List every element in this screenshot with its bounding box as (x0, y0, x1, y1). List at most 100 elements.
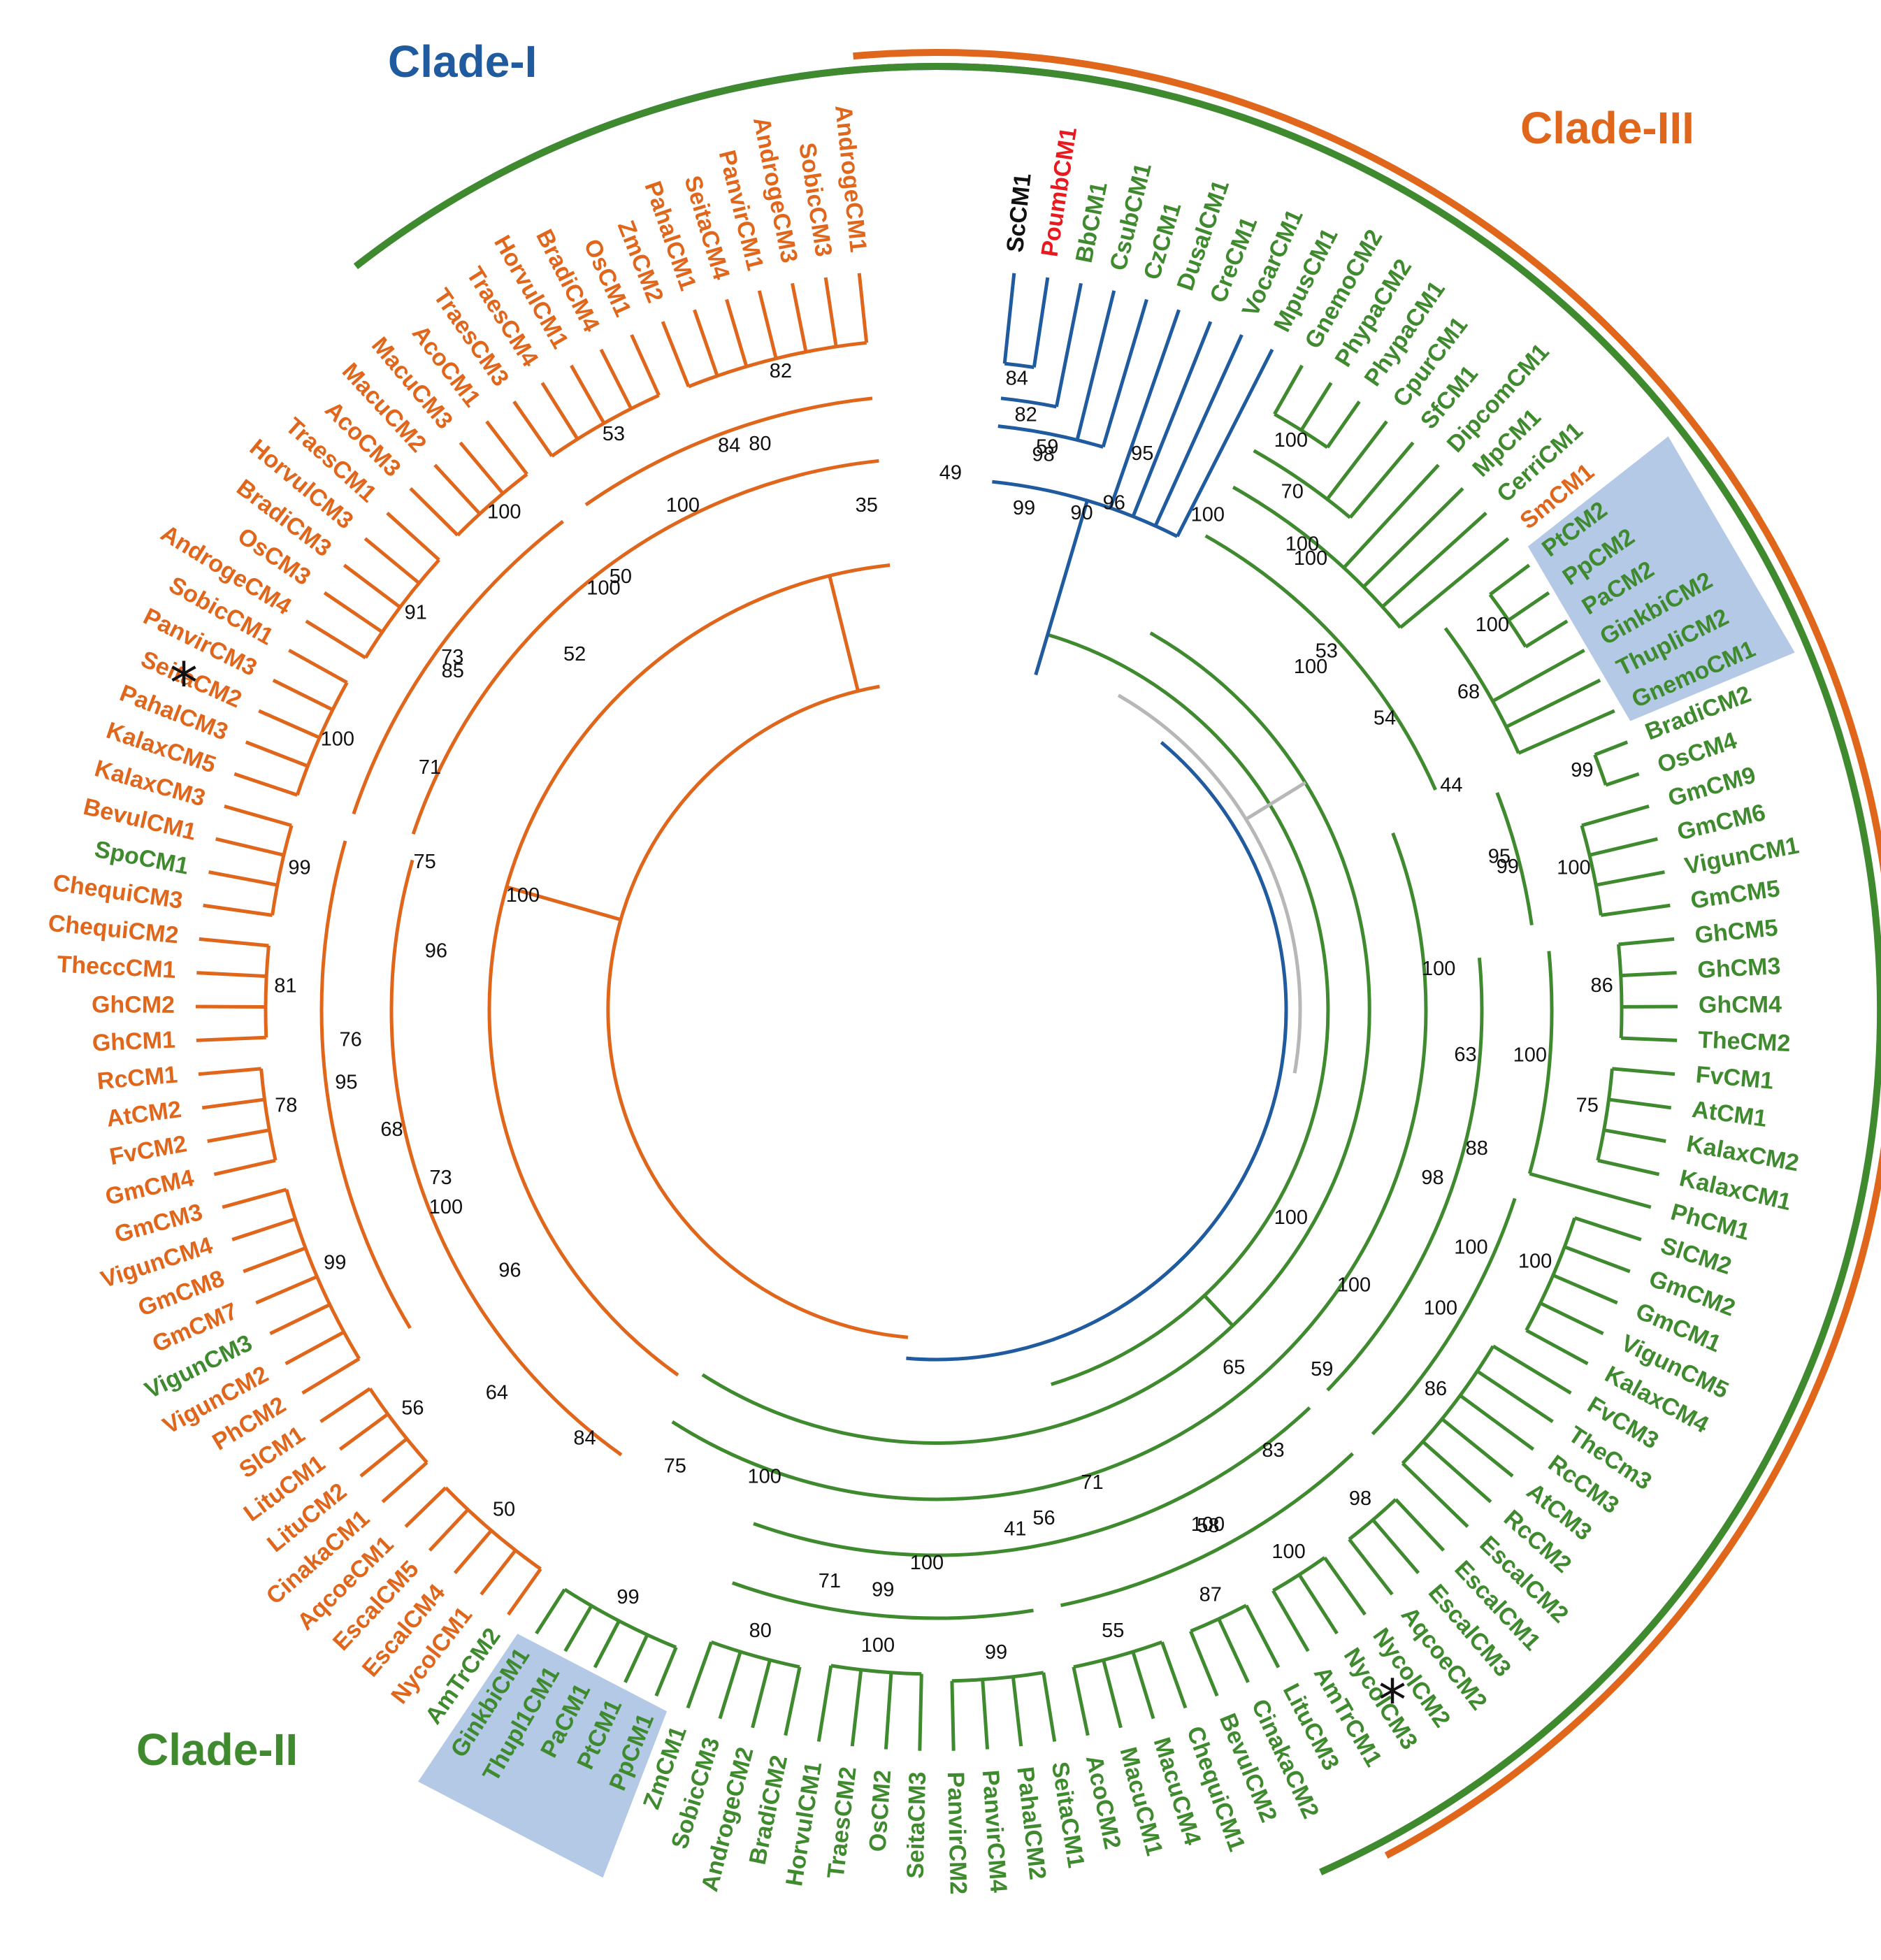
tree-branch (323, 591, 384, 634)
bootstrap-value: 100 (586, 577, 620, 599)
tree-branch (1204, 534, 1437, 791)
tree-branch (224, 804, 292, 828)
tree-branch (1362, 487, 1464, 589)
leaf-label: SpoCM1 (92, 836, 191, 880)
tree-branch (264, 945, 271, 1038)
leaf-label: ScCM1 (1002, 172, 1037, 254)
bootstrap-value: 100 (1476, 614, 1509, 636)
tree-branch (563, 1587, 677, 1650)
tree-branch (207, 1128, 270, 1144)
leaf-label: SobicCM3 (793, 141, 837, 259)
tree-branch (1348, 1498, 1397, 1541)
bootstrap-value: 75 (413, 851, 435, 873)
tree-branch (830, 1664, 922, 1676)
tree-branch (997, 424, 1104, 449)
tree-branch (208, 870, 278, 887)
tree-branch (1342, 463, 1440, 569)
clade-arc (353, 63, 1881, 1875)
tree-branch (1297, 1573, 1339, 1635)
tree-branch (1492, 649, 1585, 703)
tree-branch (456, 473, 528, 537)
tree-branch (203, 903, 273, 917)
tree-branch (363, 537, 421, 585)
tree-branch (215, 837, 284, 857)
bootstrap-value: 98 (1032, 444, 1054, 466)
tree-branch (1101, 298, 1148, 448)
tree-branch (269, 1303, 331, 1336)
tree-branch (258, 709, 321, 740)
bootstrap-value: 100 (321, 728, 354, 751)
bootstrap-value: 91 (405, 601, 427, 624)
bootstrap-value: 63 (1454, 1044, 1476, 1066)
bootstrap-value: 68 (1457, 681, 1480, 703)
tree-branch (245, 740, 309, 768)
tree-branch (1443, 627, 1520, 754)
bootstrap-value: 99 (1013, 497, 1035, 519)
leaf-label: GhCM1 (92, 1027, 175, 1057)
leaf-label: FvCM1 (1694, 1061, 1774, 1094)
bootstrap-value: 100 (1271, 1541, 1305, 1563)
bootstrap-value: 87 (1199, 1584, 1222, 1606)
tree-branch (1401, 1462, 1469, 1528)
tree-branch (1488, 593, 1527, 648)
bootstrap-value: 64 (486, 1382, 508, 1404)
tree-branch (1489, 563, 1531, 596)
tree-branch (196, 1035, 266, 1042)
leaf-label: SeitaCM1 (1046, 1760, 1090, 1870)
tree-branch (231, 1217, 296, 1241)
tree-branch (319, 1387, 371, 1423)
tree-branch (535, 1588, 566, 1635)
bootstrap-value: 75 (664, 1455, 686, 1478)
tree-branch (1299, 382, 1333, 431)
tree-branch (480, 1549, 517, 1596)
tree-branch (381, 1461, 428, 1504)
tree-branch (823, 277, 838, 347)
bootstrap-value: 99 (1497, 856, 1519, 878)
tree-branch (1004, 361, 1035, 369)
leaf-label: RcCM1 (96, 1061, 178, 1095)
bootstrap-value: 100 (487, 500, 521, 523)
tree-branch (1253, 449, 1352, 519)
tree-branch (1525, 1329, 1589, 1366)
tree-branch (1326, 957, 1484, 1392)
tree-branch (1612, 1067, 1675, 1076)
tree-branch (255, 1275, 318, 1305)
tree-branch (1073, 1640, 1163, 1669)
tree-branch (540, 382, 579, 440)
tree-branch (1217, 1618, 1250, 1683)
tree-branch (1102, 1659, 1123, 1729)
bootstrap-value: 96 (498, 1260, 521, 1282)
tree-branch (201, 1097, 265, 1110)
tree-branch (688, 340, 867, 389)
bootstrap-value: 99 (872, 1579, 894, 1601)
tree-branch (363, 559, 440, 659)
tree-branch (1527, 951, 1554, 1174)
highlight-layer (418, 436, 1795, 1878)
clade-arc-layer (353, 48, 1881, 1875)
tree-branch (507, 1568, 542, 1616)
leaf-label: AtCM1 (1690, 1096, 1768, 1132)
tree-branch (222, 1188, 287, 1209)
tree-branch (1131, 321, 1213, 517)
clade-label: Clade-II (136, 1724, 298, 1775)
tree-branch (1072, 1666, 1090, 1736)
tree-branch (1002, 273, 1016, 364)
tree-branch (409, 487, 459, 537)
tree-branch (1011, 1676, 1023, 1747)
tree-branch (584, 396, 873, 507)
tree-branch (1421, 1440, 1492, 1504)
bootstrap-value: 95 (1131, 442, 1153, 465)
bootstrap-value: 76 (339, 1028, 361, 1051)
tree-branch (368, 1388, 428, 1464)
tree-branch (1232, 485, 1402, 629)
tree-branch (784, 1666, 802, 1736)
tree-branch (272, 678, 334, 712)
leaf-label: GhCM4 (1699, 991, 1782, 1018)
bootstrap-value: 55 (1102, 1620, 1124, 1642)
bootstrap-layer: 8482599010070100100685399100958675100100… (274, 360, 1613, 1664)
tree-branch (1190, 1604, 1248, 1633)
bootstrap-value: 82 (1014, 404, 1037, 426)
tree-branch (243, 1246, 306, 1274)
tree-branch (1000, 396, 1057, 409)
bootstrap-value: 100 (1191, 1513, 1225, 1536)
